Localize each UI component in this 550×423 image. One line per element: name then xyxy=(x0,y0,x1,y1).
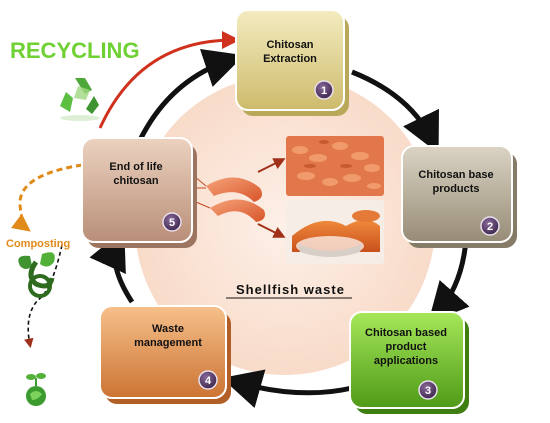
step-1-label-line: Chitosan xyxy=(266,39,313,51)
composting-label: Composting xyxy=(6,238,70,250)
step-box-4: Waste management 4 xyxy=(99,305,231,404)
step-2-label-line: products xyxy=(432,183,479,195)
step-number-badge xyxy=(314,80,334,100)
step-number-badge xyxy=(198,370,218,390)
step-number: 3 xyxy=(425,385,431,397)
step-4-label-line: Waste xyxy=(152,323,184,335)
step-number: 4 xyxy=(205,375,212,387)
step-3-label-line: product xyxy=(386,341,427,353)
step-number: 1 xyxy=(321,85,327,97)
step-box-5: End of life chitosan 5 xyxy=(81,137,197,248)
arrow-1-to-2 xyxy=(351,69,439,154)
step-number-badge xyxy=(418,380,438,400)
recycle-icon xyxy=(60,78,100,121)
step-number: 2 xyxy=(487,221,493,233)
step-number-badge xyxy=(480,216,500,236)
step-3-label-line: Chitosan based xyxy=(365,327,447,339)
step-3-label-line: applications xyxy=(374,355,438,367)
step-1-label-line: Extraction xyxy=(263,53,317,65)
globe-sprout-icon xyxy=(26,373,46,406)
recycling-title: RECYCLING xyxy=(10,38,140,63)
arrow-2-to-3 xyxy=(428,239,470,324)
shellfish-waste-label: Shellfish waste xyxy=(236,282,345,297)
arrow-5-to-1 xyxy=(137,48,245,142)
sprout-icon xyxy=(18,252,55,298)
step-5-label-line: End of life xyxy=(109,161,162,173)
step-number: 5 xyxy=(169,217,175,229)
soil-arrow xyxy=(24,244,63,349)
step-5-label-line: chitosan xyxy=(113,175,159,187)
step-4-label-line: management xyxy=(134,337,202,349)
shrimp-to-photo-arrow-1 xyxy=(257,158,286,173)
arrow-3-to-4 xyxy=(221,369,353,409)
shrimp-to-photo-arrow-2 xyxy=(257,223,286,238)
step-number-badge xyxy=(162,212,182,232)
shrimp-icon xyxy=(192,175,265,222)
arrow-4-to-5 xyxy=(89,229,135,304)
step-box-3: Chitosan based product applications 3 xyxy=(349,311,469,414)
step-box-face xyxy=(99,305,227,399)
chitosan-powder-photo xyxy=(286,200,384,264)
recycling-arrow xyxy=(98,31,240,129)
step-box-2: Chitosan base products 2 xyxy=(401,145,517,248)
shrimp-waste-photo xyxy=(286,136,384,196)
step-2-label-line: Chitosan base xyxy=(418,169,493,181)
composting-arrow xyxy=(11,163,83,232)
